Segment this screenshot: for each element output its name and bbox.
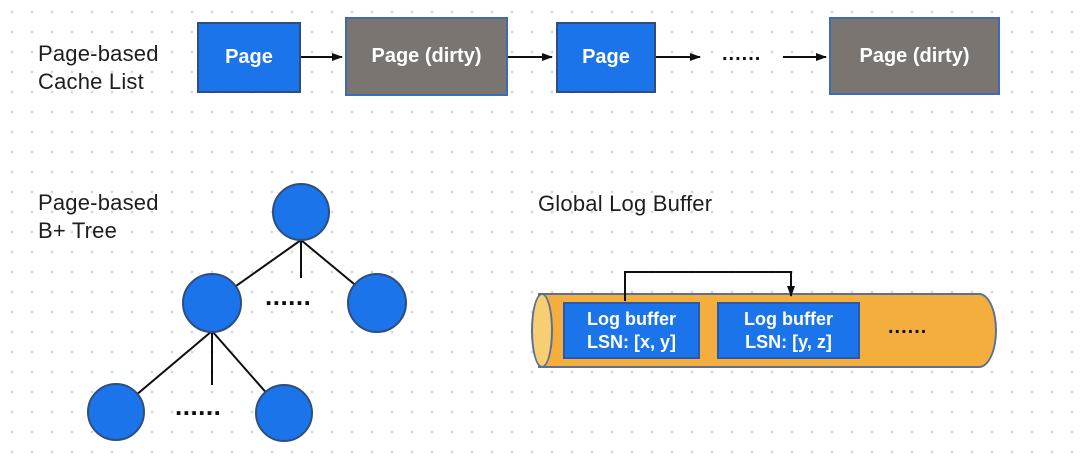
cache-node-page-2-label: Page (582, 46, 630, 68)
cache-node-dirty-1: Page (dirty) (345, 17, 508, 96)
cache-node-dirty-2-label: Page (dirty) (859, 44, 970, 67)
log-segment-1-line1: Log buffer (587, 308, 676, 329)
log-buffer-cylinder-left-cap (531, 293, 553, 368)
cache-list-label: Page-based Cache List (38, 40, 159, 96)
cache-node-page-2: Page (556, 22, 656, 93)
log-buffer-ellipsis-dots: ...... (888, 316, 928, 338)
cache-node-page-1: Page (197, 22, 301, 93)
btree-edges (115, 239, 378, 414)
btree-internal-node-left (182, 273, 242, 333)
log-buffer-label: Global Log Buffer (538, 191, 713, 216)
btree-leaf-node-left (87, 383, 145, 441)
cache-list-label-line1: Page-based (38, 41, 159, 66)
btree-middle-ellipsis-dots: ...... (265, 281, 312, 311)
btree-root-node (272, 183, 330, 241)
log-segment-1: Log buffer LSN: [x, y] (563, 302, 700, 359)
log-buffer-elbow-arrow (624, 271, 795, 301)
cache-node-page-1-label: Page (225, 46, 273, 68)
cache-node-dirty-1-label: Page (dirty) (371, 45, 482, 67)
cache-node-dirty-2: Page (dirty) (829, 17, 1000, 95)
log-segment-1-line2: LSN: [x, y] (586, 331, 676, 352)
btree-leaf-node-right (255, 384, 313, 442)
btree-bottom-ellipsis-dots: ...... (175, 391, 222, 421)
btree-label-line2: B+ Tree (38, 218, 118, 243)
log-segment-2-line2: LSN: [y, z] (745, 331, 832, 352)
log-segment-2: Log buffer LSN: [y, z] (717, 302, 860, 359)
btree-label-line1: Page-based (38, 190, 159, 215)
cache-list-ellipsis-dots: ...... (722, 43, 762, 65)
btree-label: Page-based B+ Tree (38, 189, 159, 245)
btree-internal-node-right (347, 273, 407, 333)
cache-list-label-line2: Cache List (38, 69, 144, 94)
log-segment-2-line1: Log buffer (744, 308, 833, 329)
